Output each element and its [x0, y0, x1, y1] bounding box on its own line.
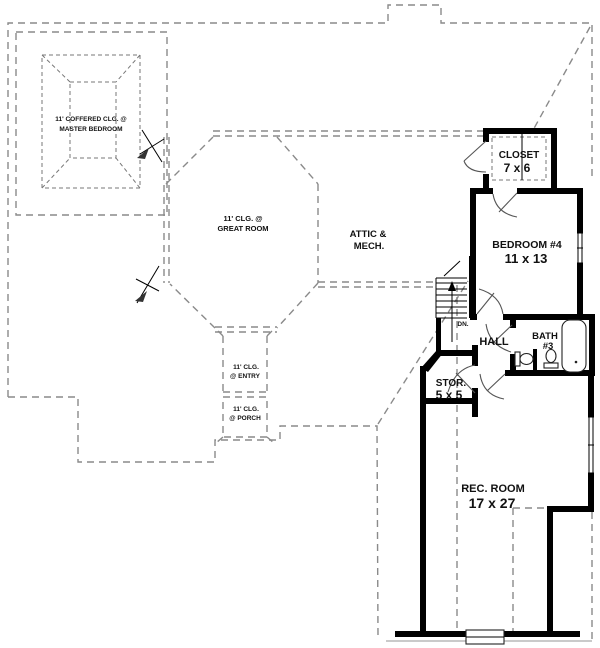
closet-door	[463, 140, 487, 173]
stairs	[435, 260, 467, 342]
label-master-line2: MASTER BEDROOM	[59, 126, 122, 133]
windows	[465, 232, 594, 645]
label-porch-line1: 11' CLG.	[233, 406, 259, 413]
label-rec-room-name: REC. ROOM	[461, 483, 525, 495]
storage-door	[447, 364, 476, 394]
roof-outline	[7, 4, 593, 642]
label-master-line1: 11' COFFERED CLG. @	[55, 116, 126, 123]
porch-outline	[215, 396, 275, 444]
label-great-room-line1: 11' CLG. @	[223, 214, 262, 223]
label-hall: HALL	[479, 336, 509, 348]
rec-room-door	[479, 373, 506, 400]
label-closet-dims: 7 x 6	[504, 161, 531, 175]
label-porch-line2: @ PORCH	[229, 415, 261, 422]
rec-room-side-window	[588, 416, 594, 474]
label-entry-line1: 11' CLG.	[233, 364, 259, 371]
bedroom-window	[577, 232, 583, 264]
label-closet-name: CLOSET	[499, 150, 540, 161]
label-bedroom4-name: BEDROOM #4	[492, 239, 562, 251]
label-attic-line1: ATTIC &	[350, 229, 387, 240]
entry-outline	[215, 328, 275, 393]
closet-bedroom-door	[492, 192, 518, 218]
roof-hip-lines	[377, 26, 591, 635]
rec-room-bottom-window	[465, 629, 505, 645]
walls	[395, 128, 595, 637]
bath-fixtures	[514, 319, 587, 373]
closet-shelf	[491, 128, 547, 181]
great-room-outline	[163, 130, 483, 333]
toilet	[514, 351, 534, 367]
bath-door	[485, 323, 513, 353]
label-rec-room-dims: 17 x 27	[469, 495, 516, 511]
master-bedroom-outline	[15, 31, 168, 216]
label-entry-line2: @ ENTRY	[230, 373, 261, 380]
roof-slope-markers	[135, 129, 165, 304]
label-storage-name: STOR.	[436, 378, 467, 389]
coffered-ceiling-detail	[41, 54, 141, 189]
label-stairs-dn: DN.	[457, 321, 468, 328]
bathtub	[561, 319, 587, 373]
label-bath-line1: BATH	[532, 331, 558, 342]
bedroom-door	[476, 288, 504, 315]
labels: 11' COFFERED CLG. @ MASTER BEDROOM 11' C…	[55, 116, 562, 511]
label-storage-dims: 5 x 5	[436, 388, 463, 402]
sink	[543, 348, 559, 369]
label-bath-line2: #3	[543, 341, 554, 352]
doors	[447, 140, 518, 400]
label-attic-line2: MECH.	[354, 241, 385, 252]
label-bedroom4-dims: 11 x 13	[505, 251, 548, 266]
label-great-room-line2: GREAT ROOM	[217, 224, 268, 233]
